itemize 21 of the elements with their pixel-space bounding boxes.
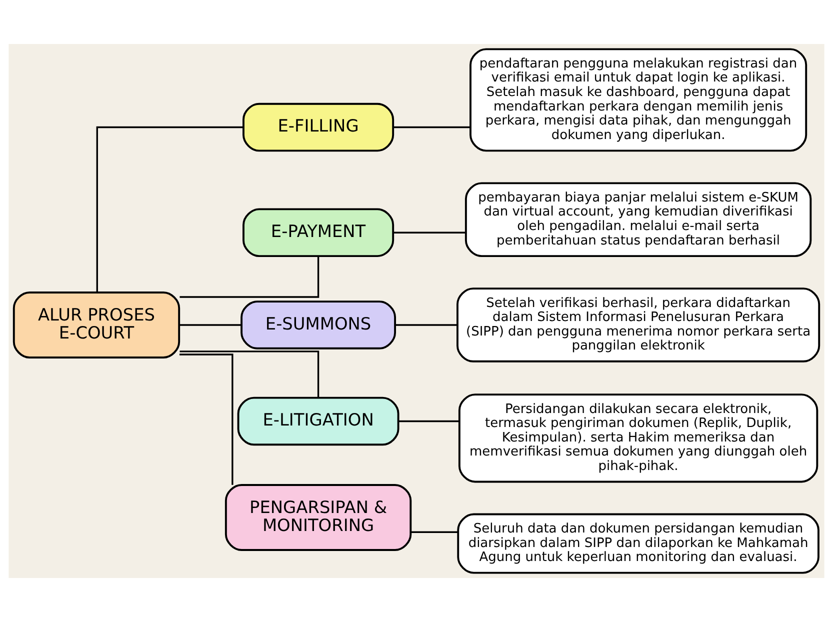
connector <box>410 531 458 533</box>
node-box: Setelah verifikasi berhasil, perkara didaftarkan dalam Sistem Informasi Penelusuran Perkara (SIPP) dan pengguna menerima nomor perkara serta panggilan elektronik <box>456 288 820 362</box>
node-box: pendaftaran pengguna melakukan registrasi dan verifikasi email untuk dapat login ke aplikasi. Setelah masuk ke dashboard, pengguna dapat mendaftarkan perkara dengan memilih jenis perkara, mengisi data pihak, dan mengunggah dokumen yang diperlukan. <box>470 48 808 152</box>
node-box: E-PAYMENT <box>242 208 394 258</box>
connector <box>180 256 320 298</box>
connector <box>96 126 244 292</box>
node-box: Seluruh data dan dokumen persidangan kemudian diarsipkan dalam SIPP dan dilaporkan ke Mahkamah Agung untuk keperluan monitoring dan evaluasi. <box>457 513 820 574</box>
node-box: Persidangan dilakukan secara elektronik, termasuk pengiriman dokumen (Replik, Duplik, Kesimpulan). serta Hakim memeriksa dan memverifikasi semua dokumen yang diunggah oleh pihak-pihak. <box>458 394 818 483</box>
connector <box>395 324 458 326</box>
connector <box>180 324 242 326</box>
connector <box>393 126 470 128</box>
node-box: pembayaran biaya panjar melalui sistem e-SKUM dan virtual account, yang kemudian diverifikasi oleh pengadilan. melalui e-mail serta pemberitahuan status pendaftaran berhasil <box>464 182 812 258</box>
connector <box>398 420 460 422</box>
node-box: E-SUMMONS <box>240 300 396 350</box>
connector <box>180 350 320 398</box>
node-box: ALUR PROSES E-COURT <box>12 291 180 358</box>
connector <box>179 354 234 485</box>
node-box: E-LITIGATION <box>237 396 400 446</box>
node-box: E-FILLING <box>242 102 394 152</box>
connector <box>393 232 466 234</box>
node-box: PENGARSIPAN & MONITORING <box>224 484 412 551</box>
